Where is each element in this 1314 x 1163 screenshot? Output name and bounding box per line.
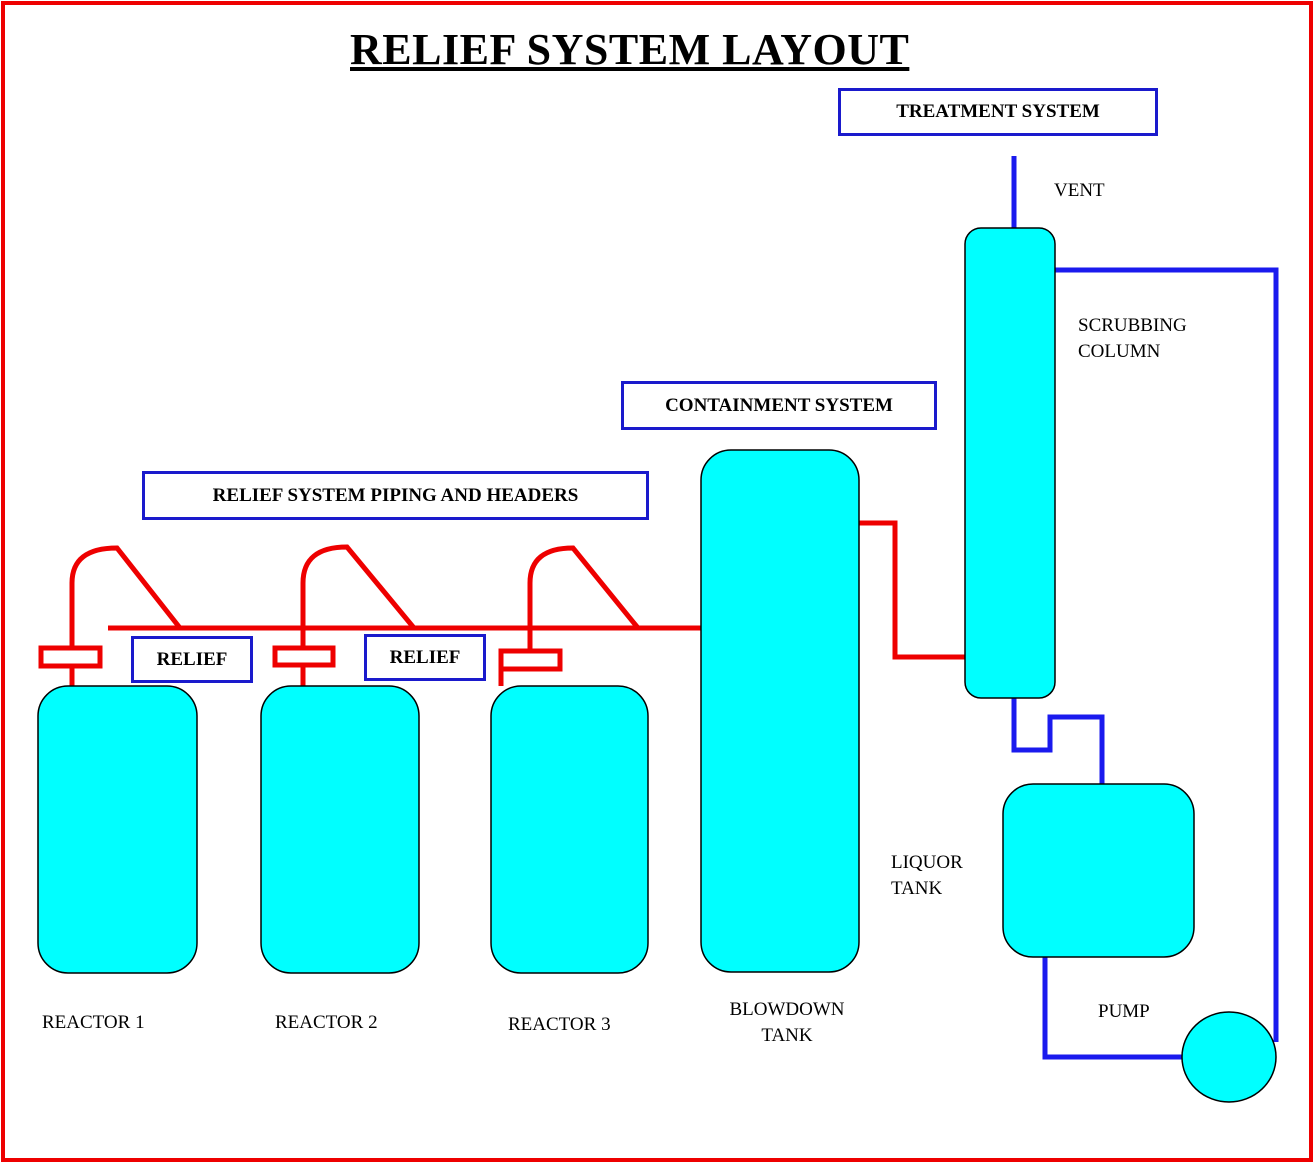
pump-label: PUMP bbox=[1098, 1001, 1150, 1022]
pump-recycle-pipe bbox=[1055, 267, 1279, 1042]
relief-piping bbox=[38, 520, 965, 686]
reactor-1-vessel bbox=[37, 685, 198, 974]
reactor-3-relief-line bbox=[527, 545, 640, 651]
scrubbing-label-line1: SCRUBBING bbox=[1078, 315, 1187, 336]
liquor-tank-to-pump-pipe bbox=[1042, 957, 1183, 1060]
relief-label-1-text: RELIEF bbox=[156, 648, 228, 670]
relief-piping-text: RELIEF SYSTEM PIPING AND HEADERS bbox=[212, 484, 579, 506]
containment-system-text: CONTAINMENT SYSTEM bbox=[665, 394, 893, 416]
reactor-3-relief-valve bbox=[498, 648, 563, 686]
liquor-label-line1: LIQUOR bbox=[891, 852, 963, 873]
reactor-1-relief-line bbox=[69, 545, 182, 648]
blowdown-tank-vessel bbox=[700, 449, 860, 973]
page-title: RELIEF SYSTEM LAYOUT bbox=[350, 25, 910, 74]
blowdown-tank-label: BLOWDOWN TANK bbox=[700, 997, 874, 1049]
column-to-liquor-tank-pipe bbox=[1011, 697, 1105, 784]
reactor-2-relief-line bbox=[300, 544, 416, 648]
reactor-2-relief-valve bbox=[272, 645, 336, 668]
pump-vessel bbox=[1181, 1011, 1277, 1103]
liquor-label-line2: TANK bbox=[891, 878, 943, 899]
treatment-system-text: TREATMENT SYSTEM bbox=[896, 101, 1100, 122]
liquor-tank-label: LIQUOR TANK bbox=[891, 850, 963, 902]
relief-piping-label: RELIEF SYSTEM PIPING AND HEADERS bbox=[142, 471, 649, 520]
containment-system-label: CONTAINMENT SYSTEM bbox=[621, 381, 937, 430]
scrubbing-column-vessel bbox=[964, 227, 1056, 699]
blowdown-label-line2: TANK bbox=[761, 1025, 813, 1046]
vessels bbox=[37, 227, 1277, 1103]
relief-label-1: RELIEF bbox=[131, 636, 253, 683]
treatment-piping bbox=[1011, 156, 1279, 1060]
relief-label-2-text: RELIEF bbox=[389, 646, 461, 668]
blowdown-to-scrubber-pipe bbox=[858, 520, 965, 660]
blowdown-label-line1: BLOWDOWN bbox=[729, 999, 845, 1020]
reactor-2-label: REACTOR 2 bbox=[275, 1012, 378, 1033]
treatment-system-label: TREATMENT SYSTEM bbox=[838, 88, 1158, 136]
reactor-2-vessel bbox=[260, 685, 420, 974]
reactor-3-label: REACTOR 3 bbox=[508, 1014, 611, 1035]
reactor-1-relief-valve bbox=[38, 645, 103, 669]
reactor-1-label: REACTOR 1 bbox=[42, 1012, 145, 1033]
scrubbing-column-label: SCRUBBING COLUMN bbox=[1078, 313, 1187, 365]
scrubbing-label-line2: COLUMN bbox=[1078, 341, 1161, 362]
reactor-3-vessel bbox=[490, 685, 649, 974]
relief-label-2: RELIEF bbox=[364, 634, 486, 681]
vent-label: VENT bbox=[1054, 180, 1105, 201]
liquor-tank-vessel bbox=[1002, 783, 1195, 958]
